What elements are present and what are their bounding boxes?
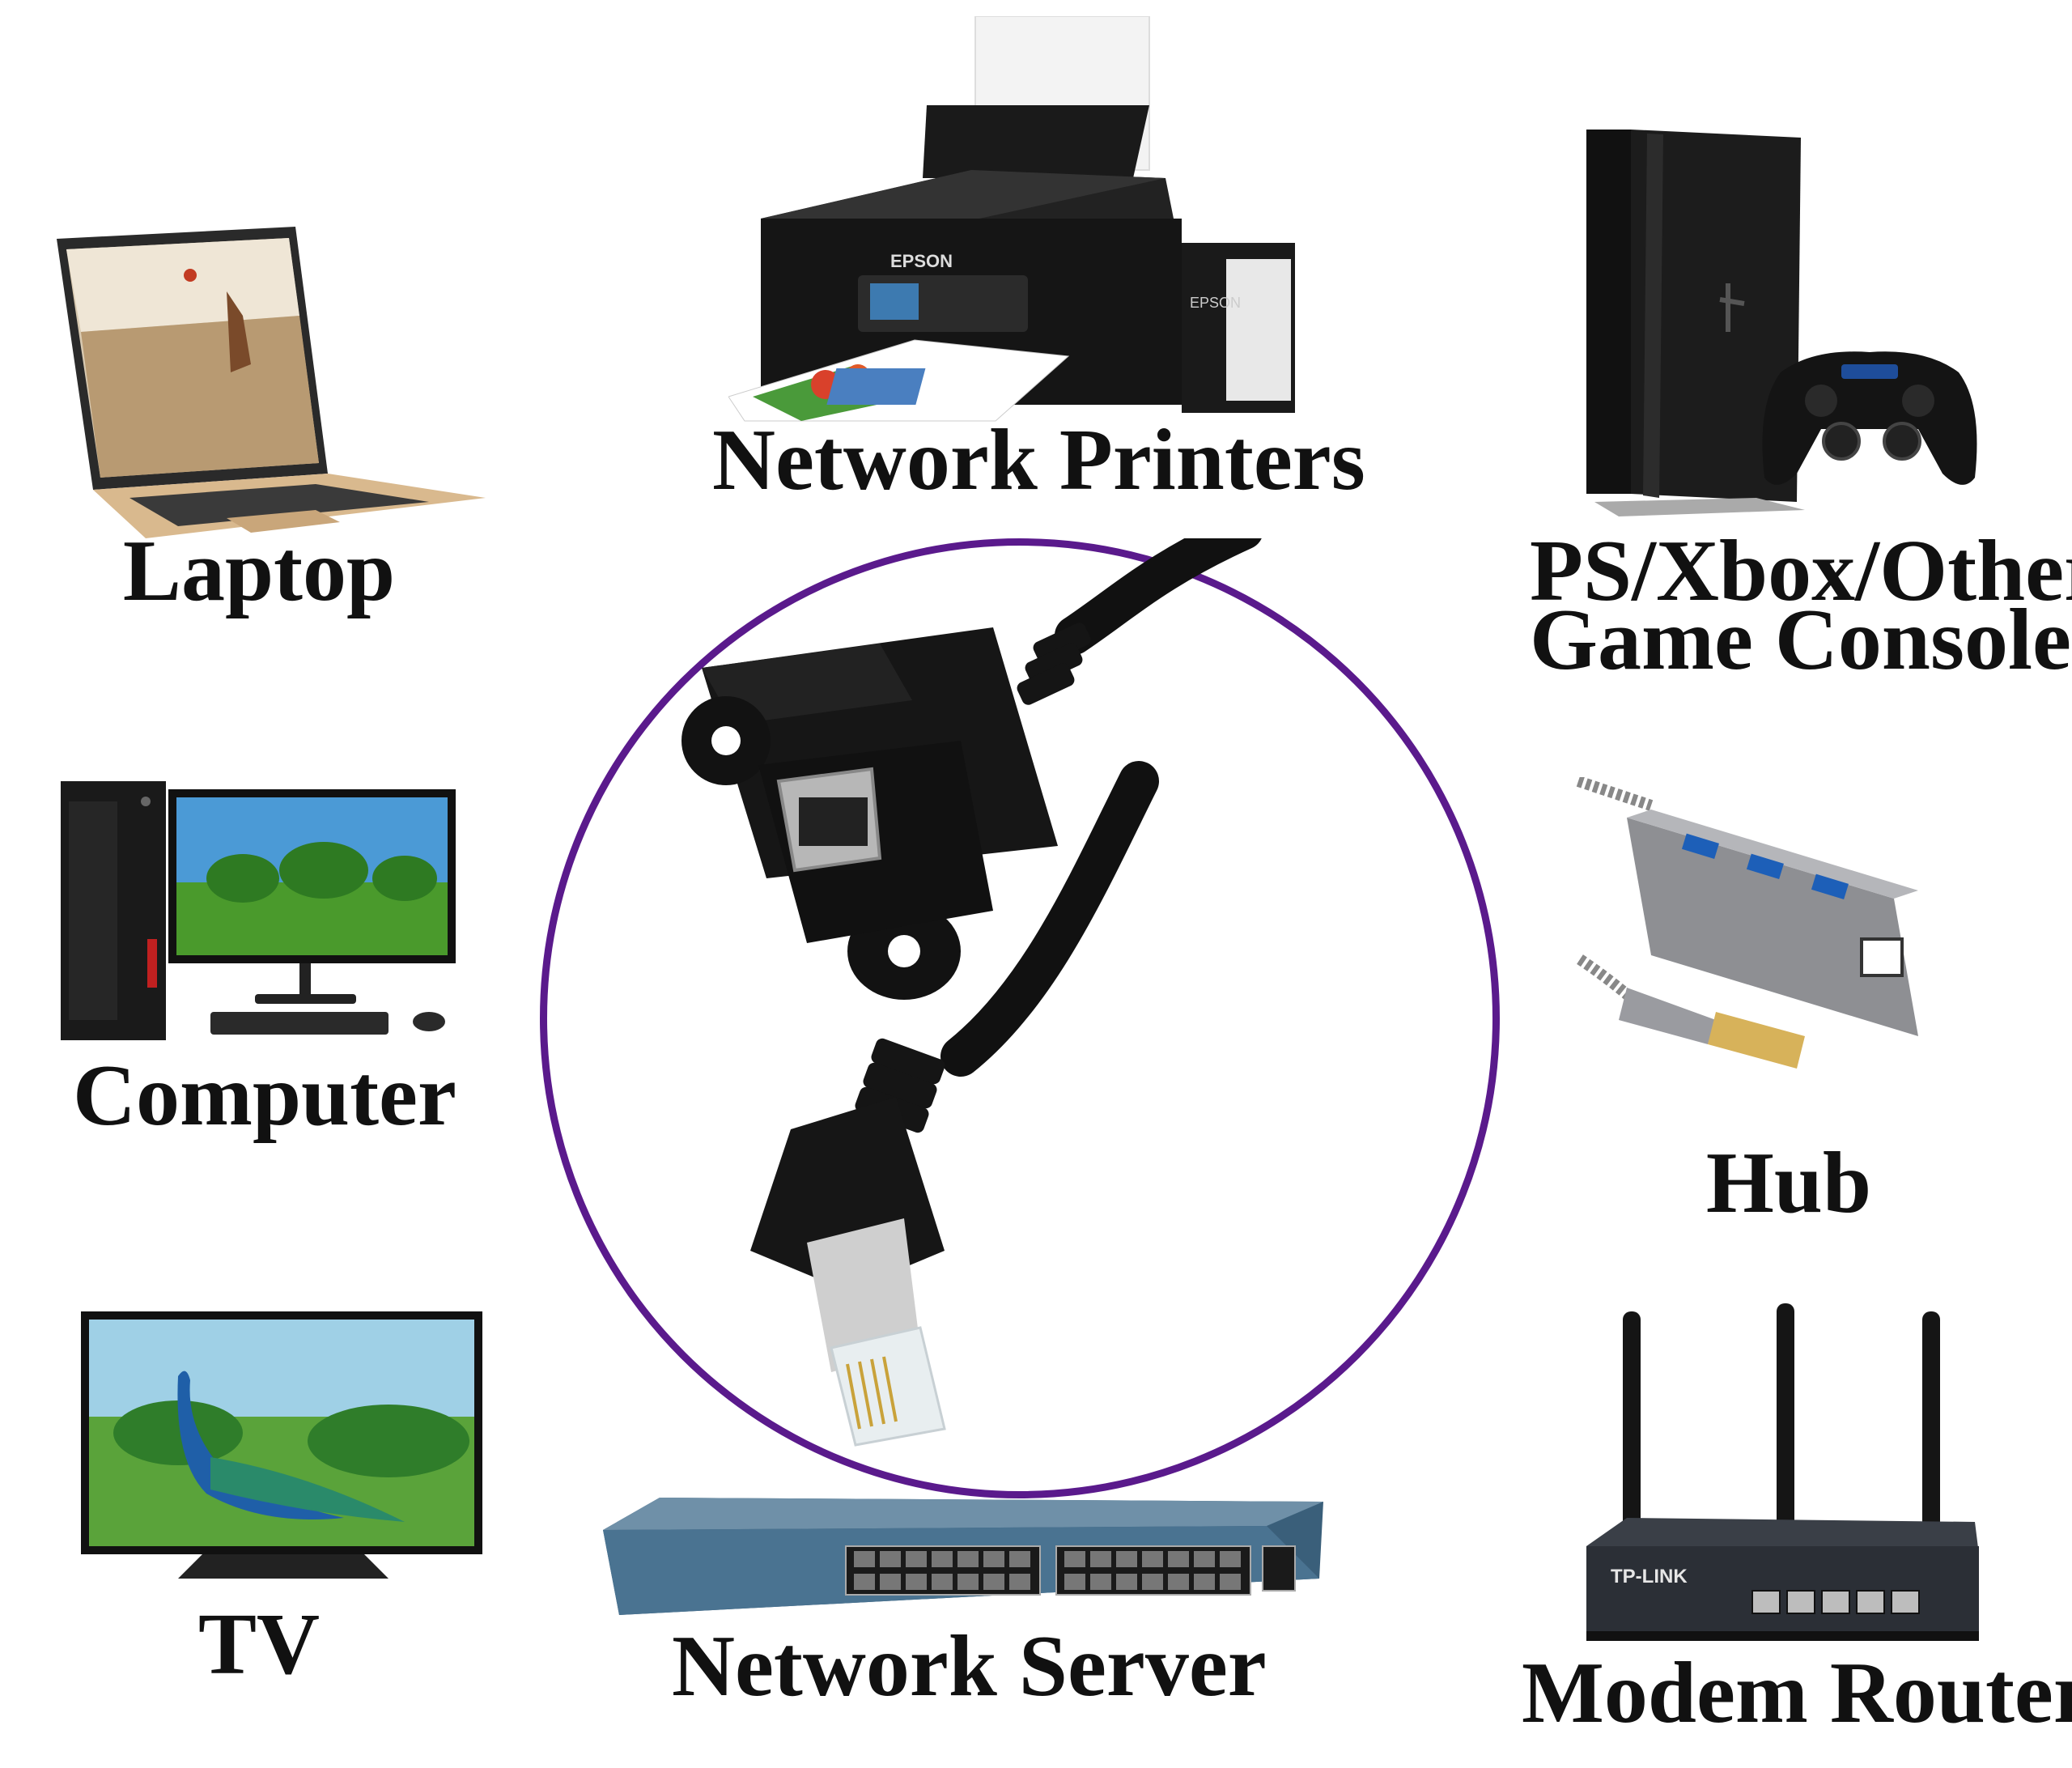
console-label-line1: PS/Xbox/Other: [1530, 523, 2072, 619]
game-console-image: [1586, 130, 1977, 516]
printer-brand: EPSON: [890, 251, 953, 271]
printer-image: EPSON EPSON: [728, 16, 1295, 422]
console-label-line2: Game Console: [1530, 592, 2071, 688]
tv-label: TV: [197, 1596, 321, 1693]
router-label: Modem Router: [1522, 1645, 2072, 1741]
printers-label: Network Printers: [712, 412, 1365, 508]
router-brand: TP-LINK: [1611, 1566, 1688, 1587]
ink-tank-brand: EPSON: [1190, 295, 1241, 311]
hub-image: [1576, 777, 1918, 1069]
laptop-label: Laptop: [122, 523, 396, 619]
network-server-image: [603, 1498, 1323, 1615]
hub-label: Hub: [1705, 1135, 1872, 1231]
rj45-cable-image: [681, 538, 1262, 1447]
computer-image: [61, 781, 456, 1040]
laptop-image: [57, 227, 486, 538]
tv-image: [81, 1311, 482, 1579]
router-image: TP-LINK: [1586, 1303, 1979, 1641]
computer-label: Computer: [73, 1048, 456, 1144]
server-label: Network Server: [672, 1618, 1267, 1715]
